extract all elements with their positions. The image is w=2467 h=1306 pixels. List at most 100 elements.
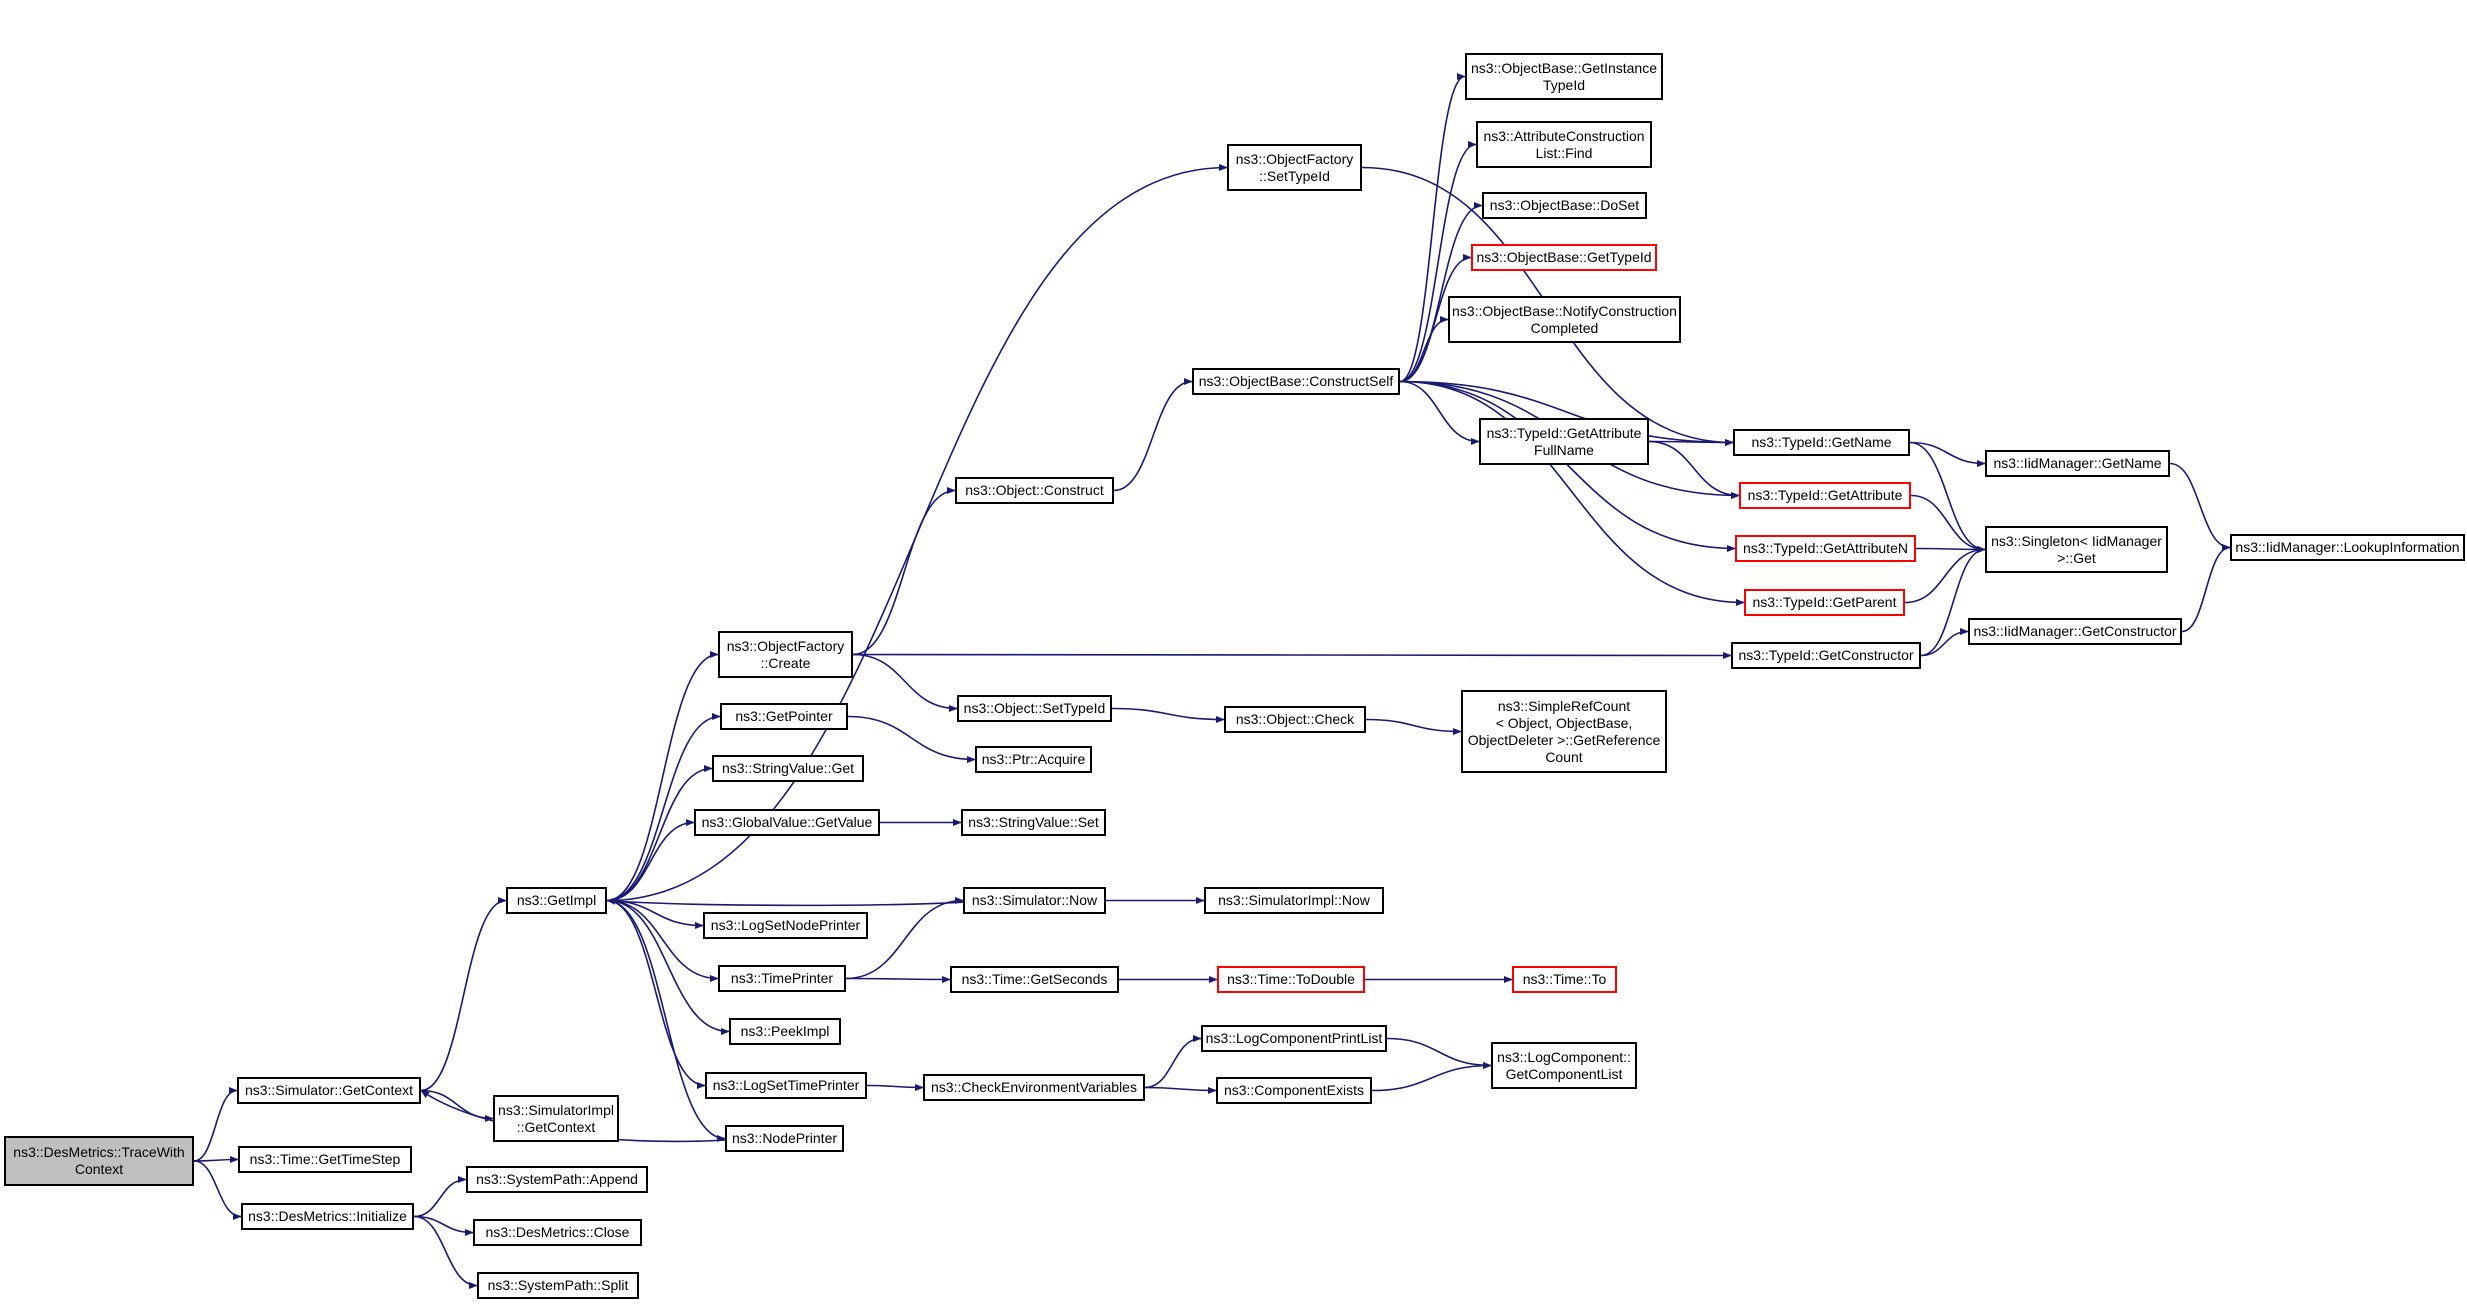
edge-of_create-to-obj_settypeid xyxy=(852,653,958,713)
edge-desm_initialize-to-sp_append xyxy=(413,1175,467,1218)
node-tid-getname[interactable]: ns3::TypeId::GetName xyxy=(1733,429,1910,456)
node-time-todouble[interactable]: ns3::Time::ToDouble xyxy=(1217,966,1365,993)
edge-of_create-to-obj_construct xyxy=(852,486,956,656)
edge-getimpl-to-gv_getvalue xyxy=(606,818,695,902)
node-tid-getattrfullname[interactable]: ns3::TypeId::GetAttribute FullName xyxy=(1479,418,1649,465)
node-logsetnodeprinter[interactable]: ns3::LogSetNodePrinter xyxy=(703,912,868,939)
node-iid-getname[interactable]: ns3::IidManager::GetName xyxy=(1985,450,2170,477)
node-compexists[interactable]: ns3::ComponentExists xyxy=(1216,1077,1372,1104)
edge-tid_getname-to-iid_getname xyxy=(1909,441,1986,468)
node-sv-set[interactable]: ns3::StringValue::Set xyxy=(961,809,1106,836)
edge-ob_constructself-to-ob_getinstancetypeid xyxy=(1399,72,1466,383)
edge-sim_getcontext-to-simimpl_getcontext xyxy=(420,1089,494,1123)
node-checkenv[interactable]: ns3::CheckEnvironmentVariables xyxy=(923,1074,1145,1101)
edge-getimpl-to-timeprinter xyxy=(606,899,719,983)
node-sv-get[interactable]: ns3::StringValue::Get xyxy=(712,755,864,782)
node-root: ns3::DesMetrics::TraceWith Context xyxy=(4,1136,194,1186)
node-sp-append[interactable]: ns3::SystemPath::Append xyxy=(466,1166,648,1193)
node-logcomp-getlist[interactable]: ns3::LogComponent:: GetComponentList xyxy=(1491,1042,1637,1089)
node-ob-constructself[interactable]: ns3::ObjectBase::ConstructSelf xyxy=(1192,368,1400,395)
edge-ob_constructself-to-acl_find xyxy=(1399,140,1477,383)
node-nodeprinter[interactable]: ns3::NodePrinter xyxy=(725,1125,844,1152)
node-tid-getconstructor[interactable]: ns3::TypeId::GetConstructor xyxy=(1731,642,1921,669)
edge-of_create-to-tid_getconstructor xyxy=(852,651,1732,660)
node-ob-notify[interactable]: ns3::ObjectBase::NotifyConstruction Comp… xyxy=(1448,296,1681,343)
node-obj-check[interactable]: ns3::Object::Check xyxy=(1224,706,1366,733)
node-obj-settypeid[interactable]: ns3::Object::SetTypeId xyxy=(957,695,1112,722)
node-sp-split[interactable]: ns3::SystemPath::Split xyxy=(477,1272,639,1299)
node-acl-find[interactable]: ns3::AttributeConstruction List::Find xyxy=(1476,121,1652,168)
node-desm-close[interactable]: ns3::DesMetrics::Close xyxy=(473,1219,642,1246)
edge-ob_constructself-to-tid_getattrfullname xyxy=(1399,380,1480,446)
node-getimpl[interactable]: ns3::GetImpl xyxy=(506,887,607,914)
edge-sim_getcontext-to-getimpl xyxy=(420,896,507,1092)
edge-timeprinter-to-sim_now xyxy=(845,896,964,980)
node-of-settypeid[interactable]: ns3::ObjectFactory ::SetTypeId xyxy=(1227,144,1362,191)
edge-root-to-sim_getcontext xyxy=(193,1086,238,1162)
node-simimpl-getcontext[interactable]: ns3::SimulatorImpl ::GetContext xyxy=(493,1095,619,1142)
node-gv-getvalue[interactable]: ns3::GlobalValue::GetValue xyxy=(694,809,880,836)
edge-obj_construct-to-ob_constructself xyxy=(1113,377,1193,492)
node-of-create[interactable]: ns3::ObjectFactory ::Create xyxy=(718,631,853,678)
edge-getimpl-to-peekimpl xyxy=(606,899,730,1036)
edge-logsettimeprinter-to-checkenv xyxy=(866,1083,924,1092)
edge-getpointer-to-ptr_acquire xyxy=(847,715,976,764)
edge-tid_getconstructor-to-iid_getconstructor xyxy=(1920,627,1969,657)
edge-tid_getparent-to-singleton_get xyxy=(1904,545,1986,604)
edge-iid_getconstructor-to-iid_lookup xyxy=(2181,543,2231,633)
edge-root-to-desm_initialize xyxy=(193,1160,242,1221)
edge-ob_constructself-to-ob_notify xyxy=(1399,315,1449,383)
node-time-getseconds[interactable]: ns3::Time::GetSeconds xyxy=(950,966,1119,993)
node-tid-getattribute[interactable]: ns3::TypeId::GetAttribute xyxy=(1739,482,1911,509)
node-timeprinter[interactable]: ns3::TimePrinter xyxy=(718,965,846,992)
node-singleton-get[interactable]: ns3::Singleton< IidManager >::Get xyxy=(1985,526,2168,573)
edge-ob_constructself-to-ob_doset xyxy=(1399,201,1483,383)
node-logcompprintlist[interactable]: ns3::LogComponentPrintList xyxy=(1201,1025,1387,1052)
edge-ob_constructself-to-tid_getattributen xyxy=(1399,380,1736,553)
edge-tid_getattribute-to-singleton_get xyxy=(1910,494,1986,554)
node-sim-now[interactable]: ns3::Simulator::Now xyxy=(963,887,1106,914)
node-iid-lookup[interactable]: ns3::IidManager::LookupInformation xyxy=(2230,534,2465,561)
edge-compexists-to-logcomp_getlist xyxy=(1371,1061,1492,1092)
node-desm-initialize[interactable]: ns3::DesMetrics::Initialize xyxy=(241,1203,414,1230)
edge-desm_initialize-to-sp_split xyxy=(413,1215,478,1290)
node-peekimpl[interactable]: ns3::PeekImpl xyxy=(729,1018,841,1045)
node-iid-getconstructor[interactable]: ns3::IidManager::GetConstructor xyxy=(1968,618,2182,645)
edge-checkenv-to-logcompprintlist xyxy=(1144,1034,1202,1089)
edge-sim_now-to-getimpl xyxy=(606,897,985,907)
node-ob-gettypeid[interactable]: ns3::ObjectBase::GetTypeId xyxy=(1471,244,1657,271)
edge-obj_check-to-src_getreferencecount xyxy=(1365,718,1462,736)
edge-logcompprintlist-to-logcomp_getlist xyxy=(1386,1037,1492,1070)
node-obj-construct[interactable]: ns3::Object::Construct xyxy=(955,477,1114,504)
edge-tid_getconstructor-to-singleton_get xyxy=(1920,545,1986,657)
edge-checkenv-to-compexists xyxy=(1144,1086,1217,1095)
edge-tid_getattrfullname-to-tid_getname xyxy=(1648,438,1734,447)
node-tid-getattributen[interactable]: ns3::TypeId::GetAttributeN xyxy=(1735,535,1916,562)
node-sim-getcontext[interactable]: ns3::Simulator::GetContext xyxy=(237,1077,421,1104)
edge-iid_getname-to-iid_lookup xyxy=(2169,462,2231,552)
edge-getimpl-to-of_create xyxy=(606,650,719,902)
edge-timeprinter-to-time_getseconds xyxy=(845,975,951,984)
edge-desm_initialize-to-desm_close xyxy=(413,1215,474,1237)
edge-tid_getname-to-singleton_get xyxy=(1909,441,1986,554)
node-time-gettimestep[interactable]: ns3::Time::GetTimeStep xyxy=(238,1146,412,1173)
node-ob-getinstancetypeid[interactable]: ns3::ObjectBase::GetInstance TypeId xyxy=(1465,53,1663,100)
node-ob-doset[interactable]: ns3::ObjectBase::DoSet xyxy=(1482,192,1647,219)
edge-obj_settypeid-to-obj_check xyxy=(1111,707,1225,724)
edge-getimpl-to-getpointer xyxy=(606,712,721,902)
node-ptr-acquire[interactable]: ns3::Ptr::Acquire xyxy=(975,746,1092,773)
edge-ob_constructself-to-tid_getname xyxy=(1399,380,1734,447)
node-logsettimeprinter[interactable]: ns3::LogSetTimePrinter xyxy=(705,1072,867,1099)
edge-root-to-time_gettimestep xyxy=(193,1155,239,1164)
edge-ob_constructself-to-tid_getparent xyxy=(1399,380,1745,607)
node-tid-getparent[interactable]: ns3::TypeId::GetParent xyxy=(1744,589,1905,616)
node-src-getreferencecount[interactable]: ns3::SimpleRefCount < Object, ObjectBase… xyxy=(1461,690,1667,773)
edge-tid_getattrfullname-to-tid_getattribute xyxy=(1648,440,1740,500)
node-simimpl-now[interactable]: ns3::SimulatorImpl::Now xyxy=(1204,887,1384,914)
edge-getimpl-to-logsettimeprinter xyxy=(606,899,706,1090)
node-getpointer[interactable]: ns3::GetPointer xyxy=(720,703,848,730)
node-time-to[interactable]: ns3::Time::To xyxy=(1512,966,1617,993)
edge-tid_getattributen-to-singleton_get xyxy=(1915,545,1986,554)
edge-getimpl-to-nodeprinter xyxy=(606,899,726,1143)
